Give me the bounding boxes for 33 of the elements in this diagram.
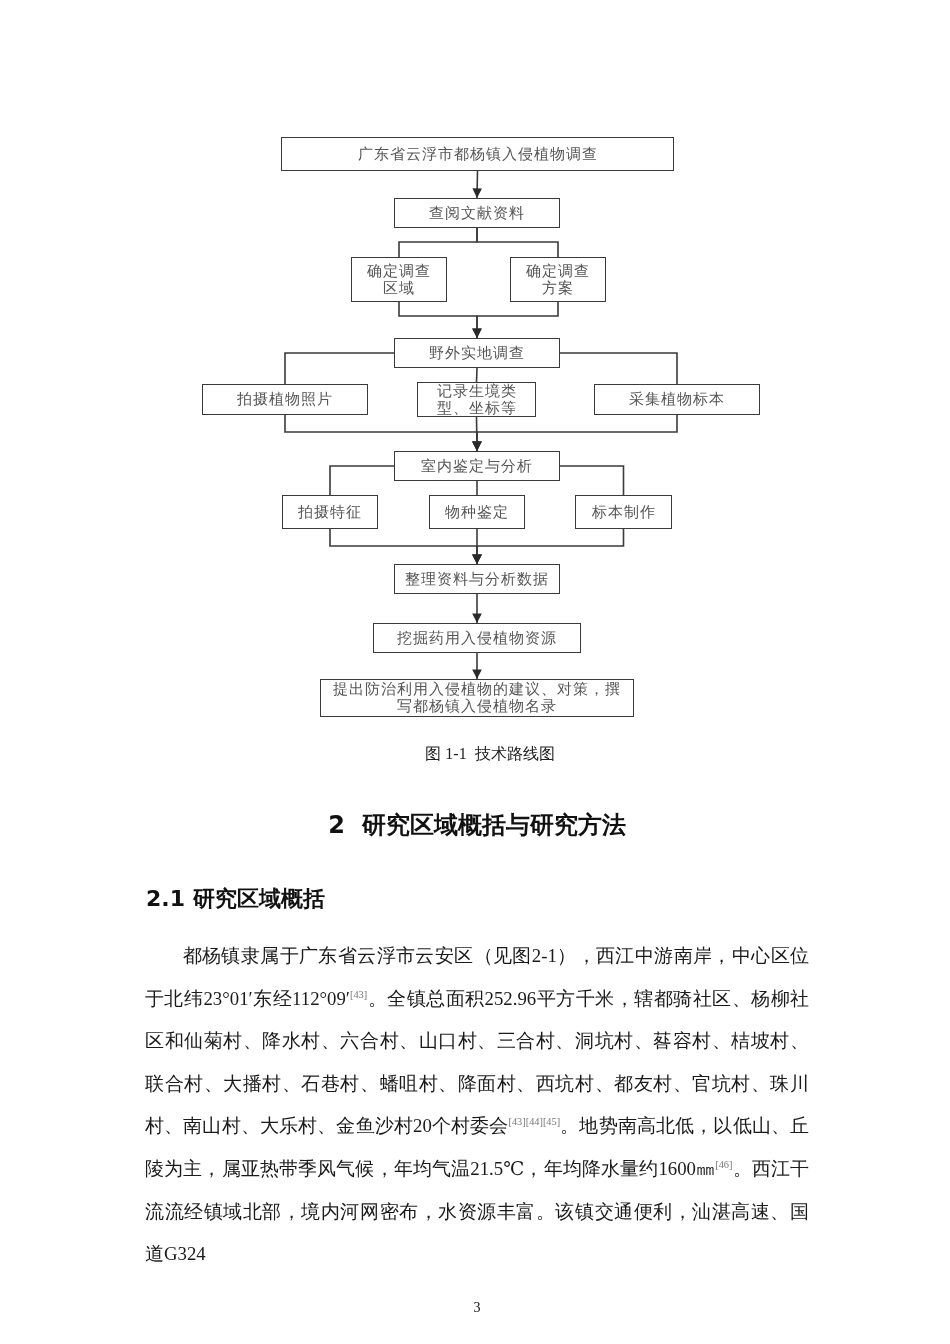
process-box: 采集植物标本	[594, 384, 760, 415]
process-box: 查阅文献资料	[394, 198, 560, 228]
arrow	[472, 301, 559, 339]
connector-line	[559, 352, 678, 385]
connector-line	[475, 367, 478, 383]
connector-line	[476, 227, 559, 258]
process-box: 整理资料与分析数据	[394, 564, 560, 594]
figure-caption: 图 1-1 技术路线图	[424, 744, 556, 764]
process-box: 物种鉴定	[429, 495, 525, 529]
section-heading: 2 研究区域概括与研究方法	[327, 810, 627, 841]
process-box: 确定调查方案	[510, 257, 606, 302]
page-number: 3	[472, 1300, 482, 1316]
arrow	[472, 593, 482, 624]
process-box: 确定调查区域	[351, 257, 447, 302]
process-box: 挖掘药用入侵植物资源	[373, 623, 581, 653]
arrow	[472, 652, 482, 680]
connector-line	[284, 352, 395, 385]
process-box: 拍摄特征	[282, 495, 378, 529]
connector-line	[559, 465, 625, 496]
arrow	[472, 170, 482, 199]
process-box: 野外实地调查	[394, 338, 560, 368]
process-box: 广东省云浮市都杨镇入侵植物调查	[281, 137, 674, 171]
process-box: 标本制作	[575, 495, 672, 529]
process-box: 拍摄植物照片	[202, 384, 368, 415]
body-paragraph: 都杨镇隶属于广东省云浮市云安区（见图2-1），西江中游南岸，中心区位于北纬23°01′东经112°09′$^{[43]}$。全镇总面积252.96平方千米，辖都骑社区、杨柳社区和仙菊村、降水村、六合村、山口村、三合村、洞坑村、䓘容村、桔坡村、联合村、大播村、石巷村、蟠咀村、降面村、西坑村、都友村、官坑村、珠川村、南山村、大乐村、金鱼沙村20个村委会$^{[43][44][45]}$。地势南高北低，以低山、丘陵为主，属亚热带季风气候，年均气温21.5℃，年均降水量约1600㎜$^{[46]}$。西江干流流经镇域北部，境内河网密布，水资源丰富。该镇交通便利，汕湛高速、国道G324	[145, 944, 809, 1267]
subsection-heading: 2.1 研究区域概括	[146, 885, 325, 913]
process-box: 提出防治利用入侵植物的建议、对策，撰写都杨镇入侵植物名录	[320, 679, 634, 717]
connector-line	[476, 480, 478, 496]
arrow	[472, 528, 625, 565]
process-box: 记录生境类型、坐标等	[417, 382, 536, 417]
process-box: 室内鉴定与分析	[394, 451, 560, 481]
connector-line	[329, 465, 395, 496]
arrow	[472, 414, 678, 452]
